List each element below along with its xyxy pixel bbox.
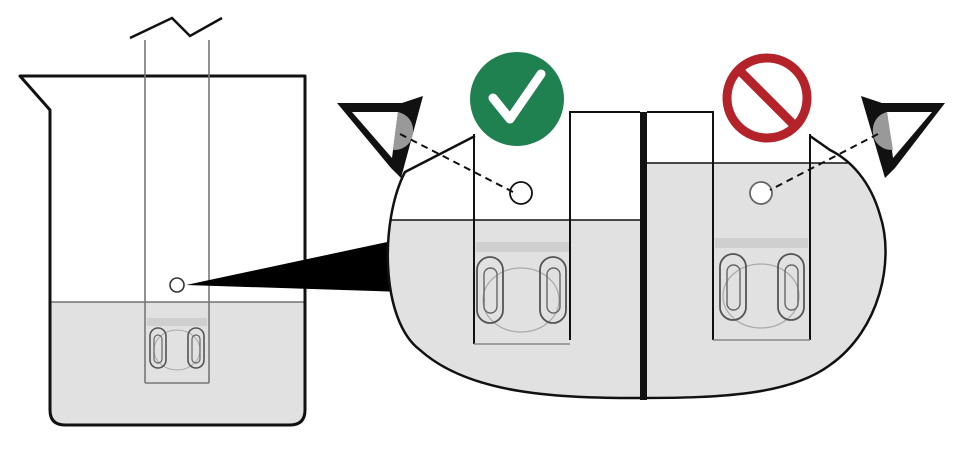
probe-incorrect-hole [749, 181, 773, 205]
probe-electrode-left [149, 327, 167, 369]
probe-electrode-right [187, 327, 205, 369]
probe-electrode-left-inner [153, 334, 163, 364]
probe-electrode-right-inner [191, 334, 201, 364]
sight-line-right [769, 133, 879, 191]
checkmark-badge [470, 52, 564, 146]
probe-incorrect-band [715, 238, 808, 248]
probe-band [147, 318, 207, 326]
probe-correct [473, 111, 640, 345]
magnified-view [386, 111, 887, 400]
probe-correct-band [476, 242, 569, 252]
sight-line-left [399, 133, 516, 194]
eye-left-iris [393, 112, 414, 150]
break-line [129, 16, 223, 40]
lens-outline [386, 134, 887, 400]
lens-divider [640, 112, 647, 400]
lens-right-liquid [642, 163, 886, 398]
probe-hole [169, 277, 185, 293]
eye-right-iris [872, 112, 893, 150]
beaker-outline [18, 74, 307, 427]
eye-right [861, 96, 945, 178]
beaker [18, 74, 307, 427]
probe [129, 16, 223, 384]
probe-correct-hole [509, 181, 533, 205]
checkmark-icon [470, 52, 564, 146]
magnifier-wedge [186, 238, 406, 292]
eye-left [337, 96, 423, 178]
prohibited-icon [722, 53, 812, 143]
